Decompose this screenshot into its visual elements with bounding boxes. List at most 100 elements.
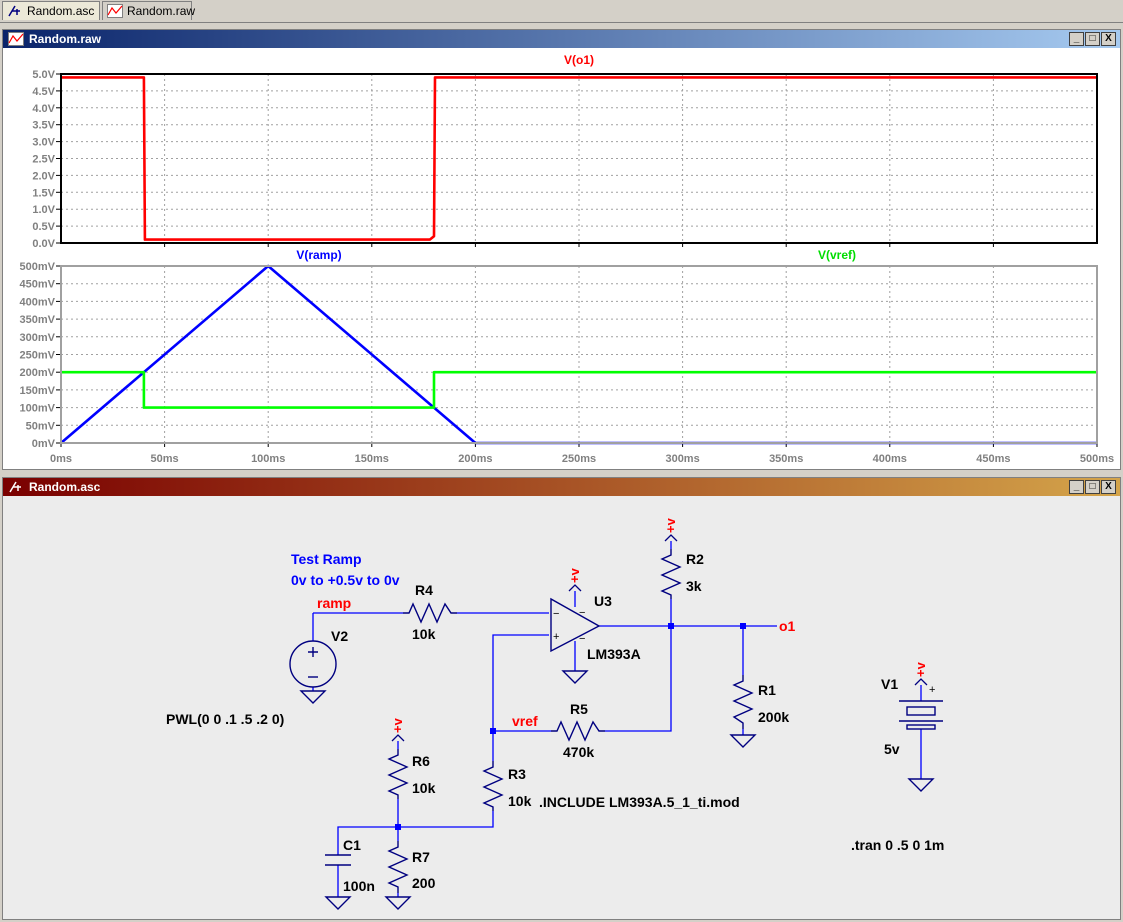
minimize-button[interactable]: _ <box>1069 480 1084 494</box>
c1-value: 100n <box>343 878 375 894</box>
r7-name: R7 <box>412 849 430 865</box>
v2-value: PWL(0 0 .1 .5 .2 0) <box>166 711 284 727</box>
r4-symbol[interactable] <box>403 602 457 624</box>
v1-symbol[interactable] <box>899 700 943 730</box>
waveform-icon <box>107 4 123 18</box>
y-tick-label: 250mV <box>20 350 56 362</box>
tab-label: Random.raw <box>127 4 196 18</box>
net-label-o1[interactable]: o1 <box>779 618 796 634</box>
plot-frame <box>60 265 1098 444</box>
r2-symbol[interactable] <box>660 549 682 599</box>
ground-icon <box>384 896 412 910</box>
r5-symbol[interactable] <box>551 720 605 742</box>
x-tick-label: 50ms <box>151 453 179 465</box>
v2-symbol[interactable] <box>289 640 337 688</box>
y-tick-label: 1.0V <box>32 204 55 216</box>
r7-value: 200 <box>412 875 436 891</box>
tran-directive[interactable]: .tran 0 .5 0 1m <box>851 837 944 853</box>
trace-label-o1[interactable]: V(o1) <box>564 53 594 67</box>
r3-symbol[interactable] <box>482 761 504 811</box>
minimize-button[interactable]: _ <box>1069 32 1084 46</box>
waveform-icon <box>8 32 24 46</box>
ground-icon <box>324 896 352 910</box>
junction-dot <box>395 824 401 830</box>
y-tick-label: 2.0V <box>32 170 55 182</box>
r1-value: 200k <box>758 709 789 725</box>
x-tick-label: 300ms <box>665 453 699 465</box>
r6-symbol[interactable] <box>387 749 409 799</box>
plot-pane-bottom: 0mV50mV100mV150mV200mV250mV300mV350mV400… <box>20 261 1115 465</box>
schematic-icon <box>8 5 20 17</box>
trace-vo1[interactable] <box>61 76 1097 241</box>
ground-icon <box>907 778 935 792</box>
power-flag-icon <box>391 734 405 742</box>
include-directive[interactable]: .INCLUDE LM393A.5_1_ti.mod <box>539 794 740 810</box>
c1-name: C1 <box>343 837 361 853</box>
supply-label: +v <box>390 717 405 733</box>
opamp-pin-mark: − <box>579 607 585 619</box>
window-title: Random.raw <box>29 32 102 46</box>
plot-frame <box>60 73 1098 244</box>
restore-button[interactable]: □ <box>1085 32 1100 46</box>
y-tick-label: 2.5V <box>32 154 55 166</box>
u3-value: LM393A <box>587 646 641 662</box>
y-tick-label: 150mV <box>20 385 56 397</box>
net-label-ramp[interactable]: ramp <box>317 595 351 611</box>
opamp-plus-pin: + <box>553 631 559 643</box>
window-title: Random.asc <box>29 480 101 494</box>
ground-icon <box>299 690 327 704</box>
close-button[interactable]: X <box>1101 480 1116 494</box>
wires <box>312 541 922 897</box>
r5-name: R5 <box>570 701 588 717</box>
waveform-window-titlebar[interactable]: Random.raw _ □ X <box>3 30 1120 48</box>
schematic-canvas[interactable]: +v +v +v +v − + − − + V2 PWL(0 0 .1 .5 .… <box>3 497 1120 920</box>
y-tick-label: 0mV <box>32 438 56 450</box>
u3-name: U3 <box>594 593 612 609</box>
y-tick-label: 0.0V <box>32 238 55 250</box>
plot-pane-top: 0.0V0.5V1.0V1.5V2.0V2.5V3.0V3.5V4.0V4.5V… <box>32 69 1098 250</box>
c1-symbol[interactable] <box>325 854 351 866</box>
x-tick-label: 200ms <box>458 453 492 465</box>
comment-line-1[interactable]: Test Ramp <box>291 551 362 567</box>
r1-name: R1 <box>758 682 776 698</box>
y-tick-label: 3.0V <box>32 137 55 149</box>
y-tick-label: 400mV <box>20 296 56 308</box>
r4-value: 10k <box>412 626 436 642</box>
y-tick-label: 4.5V <box>32 86 55 98</box>
trace-label-ramp[interactable]: V(ramp) <box>296 248 341 262</box>
junction-dot <box>668 623 674 629</box>
supply-label: +v <box>913 661 928 677</box>
tab-label: Random.asc <box>27 4 95 18</box>
schematic-window-titlebar[interactable]: Random.asc _ □ X <box>3 478 1120 496</box>
y-tick-label: 5.0V <box>32 69 55 81</box>
r1-symbol[interactable] <box>732 675 754 729</box>
trace-label-vref[interactable]: V(vref) <box>818 248 856 262</box>
document-tab-bar: Random.asc Random.raw <box>0 0 1123 23</box>
v2-name: V2 <box>331 628 348 644</box>
y-tick-label: 500mV <box>20 261 56 273</box>
net-label-vref[interactable]: vref <box>512 713 538 729</box>
r7-symbol[interactable] <box>387 841 409 893</box>
r6-value: 10k <box>412 780 436 796</box>
waveform-plot-area[interactable]: V(o1) 0.0V0.5V1.0V1.5V2.0V2.5V3.0V3.5V4.… <box>3 49 1120 470</box>
r4-name: R4 <box>415 582 433 598</box>
close-button[interactable]: X <box>1101 32 1116 46</box>
comment-line-2[interactable]: 0v to +0.5v to 0v <box>291 572 400 588</box>
x-tick-label: 150ms <box>355 453 389 465</box>
u3-symbol[interactable] <box>550 597 601 653</box>
tab-random-asc[interactable]: Random.asc <box>2 1 100 20</box>
r5-value: 470k <box>563 744 594 760</box>
r6-name: R6 <box>412 753 430 769</box>
power-flags <box>391 534 928 742</box>
restore-button[interactable]: □ <box>1085 480 1100 494</box>
schematic-window: Random.asc _ □ X <box>2 477 1121 920</box>
junction-dot <box>490 728 496 734</box>
trace-vvref[interactable] <box>61 370 1097 409</box>
x-tick-label: 500ms <box>1080 453 1114 465</box>
battery-plus-mark: + <box>929 684 935 696</box>
v1-name: V1 <box>881 676 898 692</box>
tab-random-raw[interactable]: Random.raw <box>102 1 196 20</box>
ground-icon <box>561 670 589 684</box>
y-tick-label: 4.0V <box>32 103 55 115</box>
opamp-minus-pin: − <box>553 608 559 620</box>
